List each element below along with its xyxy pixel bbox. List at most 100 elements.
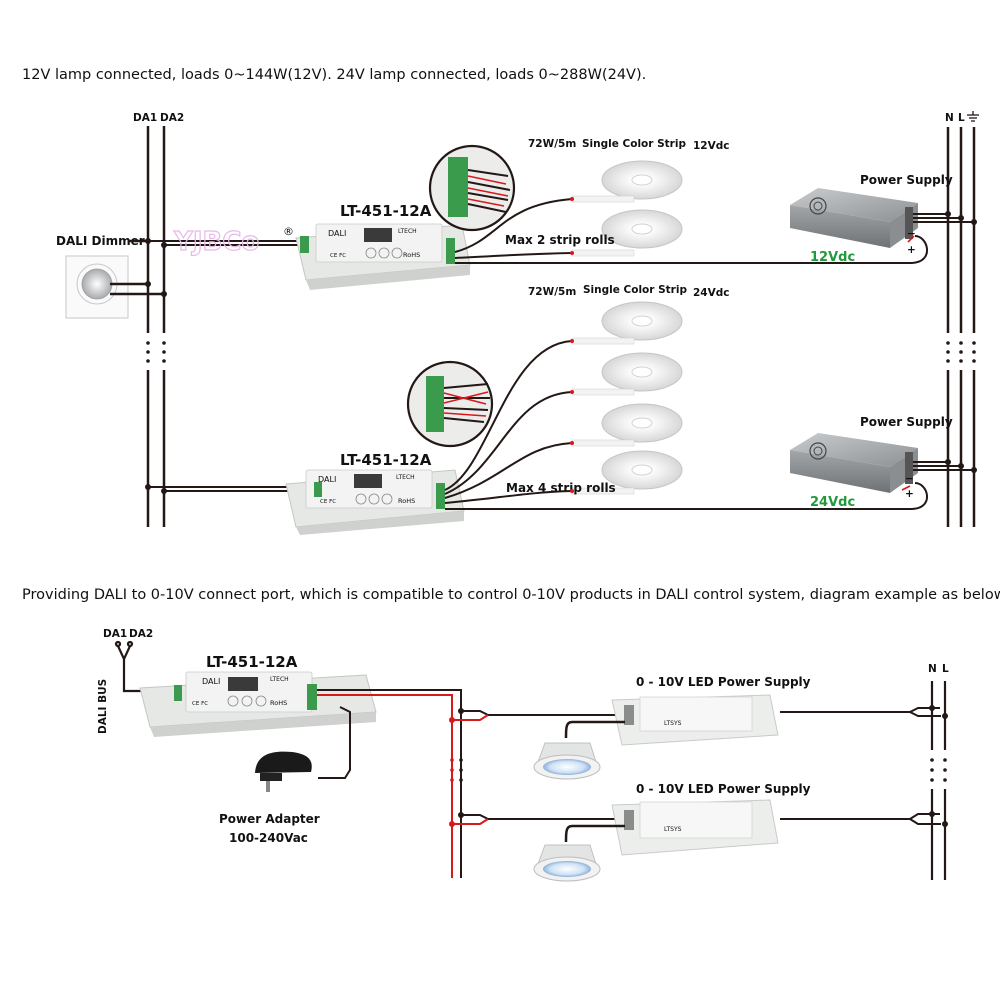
terminal-detail-zoom-24v — [406, 360, 494, 448]
controller-lt451-12v: LT-451-12A DALI LTECH RoHS CE FC — [295, 202, 471, 290]
dimmer-knob — [81, 268, 113, 300]
bus-break-dots-left — [146, 341, 166, 363]
controller-model-label: LT-451-12A — [340, 202, 432, 220]
controller-dali-text: DALI — [202, 677, 220, 686]
section2-caption: Providing DALI to 0-10V connect port, wh… — [22, 587, 1000, 603]
downlight-icon — [533, 742, 601, 780]
terminal-detail-zoom-12v — [428, 144, 516, 232]
strip-spec-12v: 72W/5m — [528, 138, 576, 150]
mains-bus-right: N L — [945, 111, 979, 527]
led-strip-roll — [571, 403, 683, 447]
watermark-registered: ® — [283, 225, 294, 238]
dali-dimmer-panel — [65, 239, 164, 319]
controller-button — [365, 247, 377, 259]
driver-label: 0 - 10V LED Power Supply — [636, 675, 811, 689]
controller-dali-text: DALI — [328, 229, 346, 238]
terminal-output — [307, 684, 317, 710]
terminal-input — [300, 236, 309, 253]
controller-cert: CE FC — [320, 499, 336, 505]
strip-voltage-24v: 24Vdc — [693, 287, 729, 299]
junction-dots-mains-2 — [929, 705, 948, 827]
power-adapter — [255, 751, 312, 792]
strip-spec-24v: 72W/5m — [528, 286, 576, 298]
controller-brand: LTECH — [398, 228, 417, 235]
psu-plus-12v: + — [907, 244, 916, 256]
dali-bus-input: DA1 DA2 — [103, 628, 172, 693]
controller-rohs: RoHS — [398, 497, 415, 505]
controller-button — [381, 493, 393, 505]
downlight-icon — [533, 844, 601, 882]
controller-display — [364, 228, 392, 242]
earth-ground-icon — [967, 111, 979, 122]
led-strip-roll — [571, 209, 683, 257]
led-strip-roll — [571, 301, 683, 345]
dali-feed-wires — [148, 240, 300, 492]
controller-dali-text: DALI — [318, 475, 336, 484]
controller-model-label: LT-451-12A — [206, 653, 298, 671]
bus-break-dots-right — [946, 341, 976, 363]
psu-label-24v: Power Supply — [860, 415, 953, 429]
bus-label-da2: DA2 — [129, 628, 153, 640]
led-driver-0-10v: LTSYS — [611, 694, 779, 746]
strip-wires-24v — [444, 340, 928, 510]
bus-label-da2: DA2 — [160, 112, 184, 124]
junction-dots-psu-24v — [945, 459, 977, 473]
led-strip-roll — [571, 160, 683, 203]
led-driver-0-10v: LTSYS — [611, 799, 779, 856]
led-strip-roll — [571, 450, 683, 495]
terminal-input — [174, 685, 182, 701]
controller-button — [378, 247, 390, 259]
adapter-label: Power Adapter — [219, 812, 320, 826]
adapter-rating: 100-240Vac — [229, 831, 308, 845]
psu-minus-24v: − — [905, 473, 914, 485]
max-rolls-24v: Max 4 strip rolls — [506, 481, 616, 495]
controller-cert: CE FC — [192, 701, 208, 707]
controller-rohs: RoHS — [270, 699, 287, 707]
psu-mains-wires-12v — [913, 213, 974, 223]
driver-brand: LTSYS — [664, 720, 682, 727]
controller-rohs: RoHS — [403, 251, 420, 259]
controller-display — [354, 474, 382, 488]
driver-label: 0 - 10V LED Power Supply — [636, 782, 811, 796]
junction-dots-psu-12v — [945, 211, 977, 225]
controller-button — [255, 695, 267, 707]
led-strip-roll — [571, 352, 683, 396]
controller-button — [368, 493, 380, 505]
driver-brand: LTSYS — [664, 826, 682, 833]
controller-lt451-0-10v: LT-451-12A DALI LTECH RoHS CE FC — [139, 653, 377, 737]
psu-fan-icon — [809, 442, 827, 460]
controller-button — [391, 247, 403, 259]
dali-bus-label: DALI BUS — [97, 679, 109, 734]
controller-brand: LTECH — [270, 676, 289, 683]
controller-cert: CE FC — [330, 253, 346, 259]
bus-label-l: L — [958, 112, 965, 124]
driver-branch-2: 0 - 10V LED Power Supply LTSYS — [449, 782, 941, 882]
controller-brand: LTECH — [396, 474, 415, 481]
psu-minus-12v: − — [907, 228, 916, 240]
bus-label-n: N — [945, 112, 954, 124]
controller-button — [227, 695, 239, 707]
bus-label-da1: DA1 — [103, 628, 127, 640]
power-supply-12v — [790, 188, 918, 248]
bus-break-dots-signal — [450, 758, 463, 782]
controller-button — [241, 695, 253, 707]
dali-dimmer-label: DALI Dimmer — [56, 234, 145, 248]
bus-label-n: N — [928, 663, 937, 675]
section1-caption: 12V lamp connected, loads 0~144W(12V). 2… — [22, 67, 646, 83]
watermark: YJBCo — [173, 227, 259, 257]
strip-wires-12v — [454, 198, 928, 264]
controller-display — [228, 677, 258, 691]
strip-type-24v: Single Color Strip — [583, 284, 687, 296]
strip-voltage-12v: 12Vdc — [693, 140, 729, 152]
strip-rolls-24v — [571, 301, 683, 495]
terminal-input — [314, 482, 322, 497]
controller-model-label: LT-451-12A — [340, 451, 432, 469]
terminal-output — [446, 238, 455, 264]
max-rolls-12v: Max 2 strip rolls — [505, 233, 615, 247]
driver-branch-1: 0 - 10V LED Power Supply LTSYS — [449, 675, 941, 780]
power-supply-24v — [790, 433, 918, 493]
psu-output-12v: 12Vdc — [810, 250, 855, 265]
psu-mains-wires-24v — [913, 461, 974, 471]
psu-output-24v: 24Vdc — [810, 495, 855, 510]
